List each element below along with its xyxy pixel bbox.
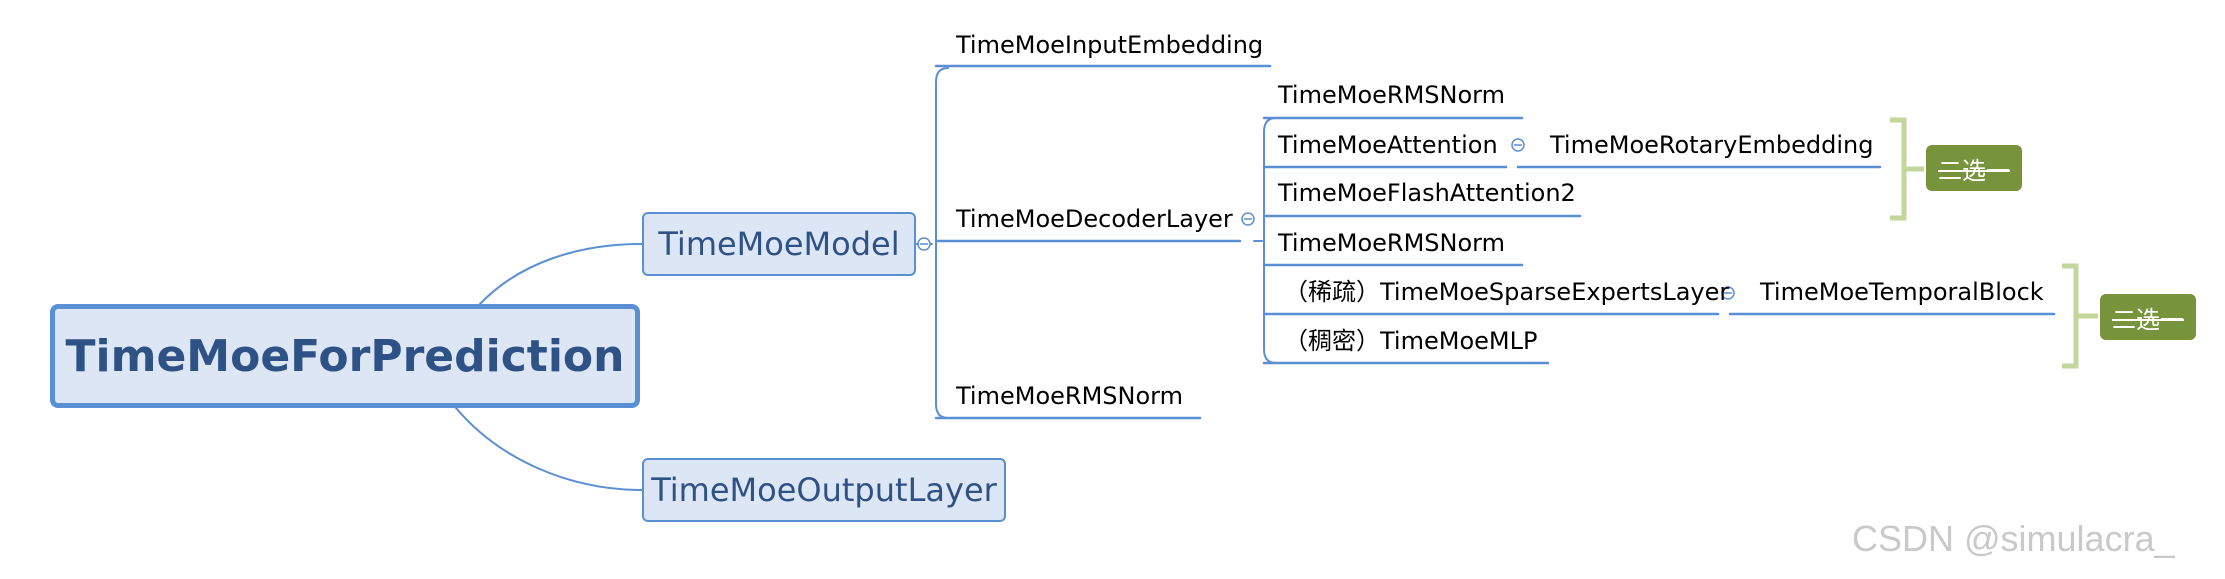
topic-model-label: TimeMoeModel (658, 225, 900, 263)
watermark: CSDN @simulacra_ (1852, 518, 2175, 559)
root-topic-label: TimeMoeForPrediction (65, 330, 625, 382)
node-rotary-embedding[interactable]: TimeMoeRotaryEmbedding (1550, 131, 1874, 159)
node-temporal-block[interactable]: TimeMoeTemporalBlock (1760, 278, 2044, 306)
topic-timemoe-model[interactable]: TimeMoeModel (642, 212, 916, 276)
node-sparse-experts-layer[interactable]: （稀疏）TimeMoeSparseExpertsLayer (1284, 278, 1730, 306)
summary-badge-choose-one-experts[interactable]: 二选一 (2100, 294, 2196, 340)
node-flash-attention[interactable]: TimeMoeFlashAttention2 (1278, 179, 1576, 207)
node-decoder-rmsnorm-2[interactable]: TimeMoeRMSNorm (1278, 229, 1505, 257)
node-attention[interactable]: TimeMoeAttention (1278, 131, 1498, 159)
node-final-rmsnorm[interactable]: TimeMoeRMSNorm (956, 382, 1183, 410)
node-input-embedding[interactable]: TimeMoeInputEmbedding (956, 31, 1264, 59)
edge-decoder-bracket (1253, 117, 1277, 364)
summary-bracket-1 (1890, 117, 1924, 221)
summary-bracket-2 (2062, 263, 2098, 369)
node-decoder-layer[interactable]: TimeMoeDecoderLayer (956, 205, 1233, 233)
edge-root-model (479, 243, 643, 305)
node-dense-mlp[interactable]: （稠密）TimeMoeMLP (1284, 327, 1538, 355)
node-decoder-rmsnorm-1[interactable]: TimeMoeRMSNorm (1278, 81, 1505, 109)
summary-badge-choose-one-attention[interactable]: 二选一 (1926, 145, 2022, 191)
root-topic[interactable]: TimeMoeForPrediction (50, 304, 640, 408)
topic-timemoe-output-layer[interactable]: TimeMoeOutputLayer (642, 458, 1006, 522)
edge-root-output (455, 407, 643, 491)
topic-output-label: TimeMoeOutputLayer (651, 471, 997, 509)
